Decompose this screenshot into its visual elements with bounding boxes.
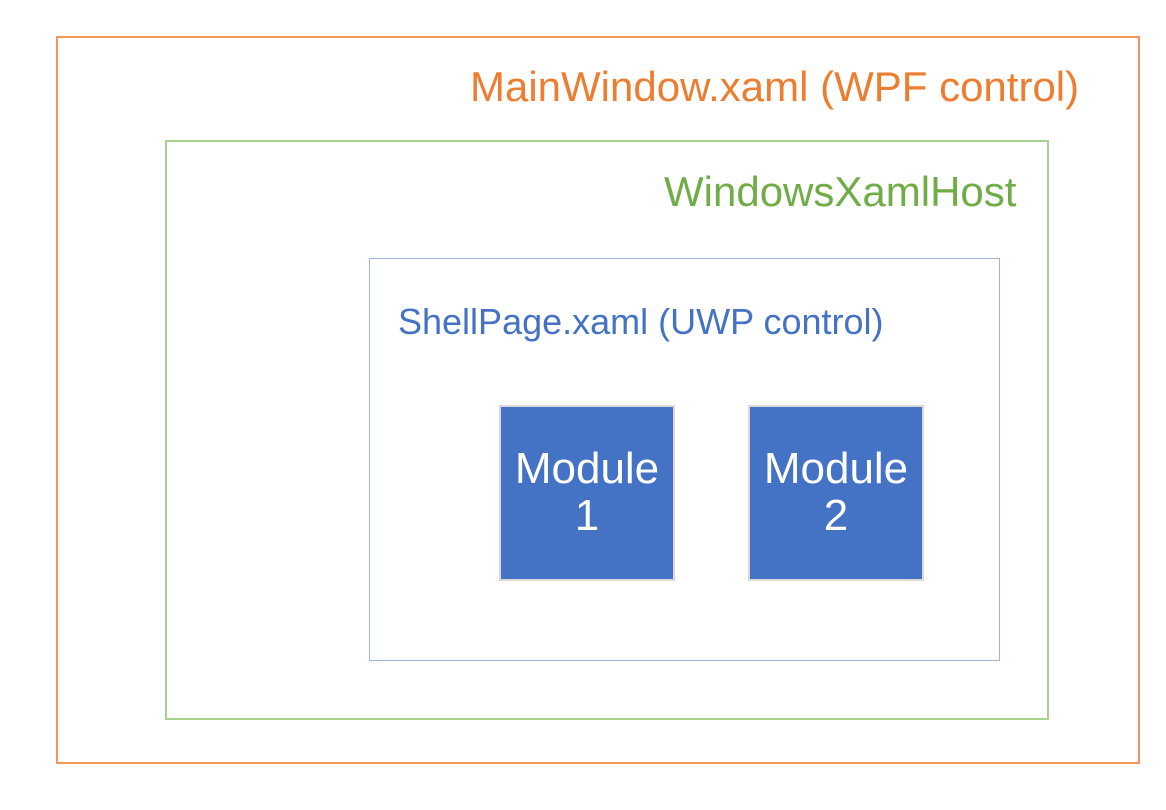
windowsxamlhost-frame	[165, 140, 1049, 720]
mainwindow-wpf-label: MainWindow.xaml (WPF control)	[470, 63, 1080, 110]
module-2-label-line1: Module	[763, 444, 909, 494]
module-1-block: Module 1	[499, 405, 675, 581]
mainwindow-wpf-frame	[56, 36, 1140, 764]
shellpage-uwp-frame	[369, 258, 1000, 661]
module-1-label-line2: 1	[574, 491, 600, 540]
shellpage-uwp-label: ShellPage.xaml (UWP control)	[398, 301, 884, 342]
module-2-block: Module 2	[748, 405, 924, 581]
module-1-label-line1: Module	[514, 444, 660, 494]
module-2-label-line2: 2	[823, 491, 849, 540]
windowsxamlhost-label: WindowsXamlHost	[664, 168, 1017, 215]
